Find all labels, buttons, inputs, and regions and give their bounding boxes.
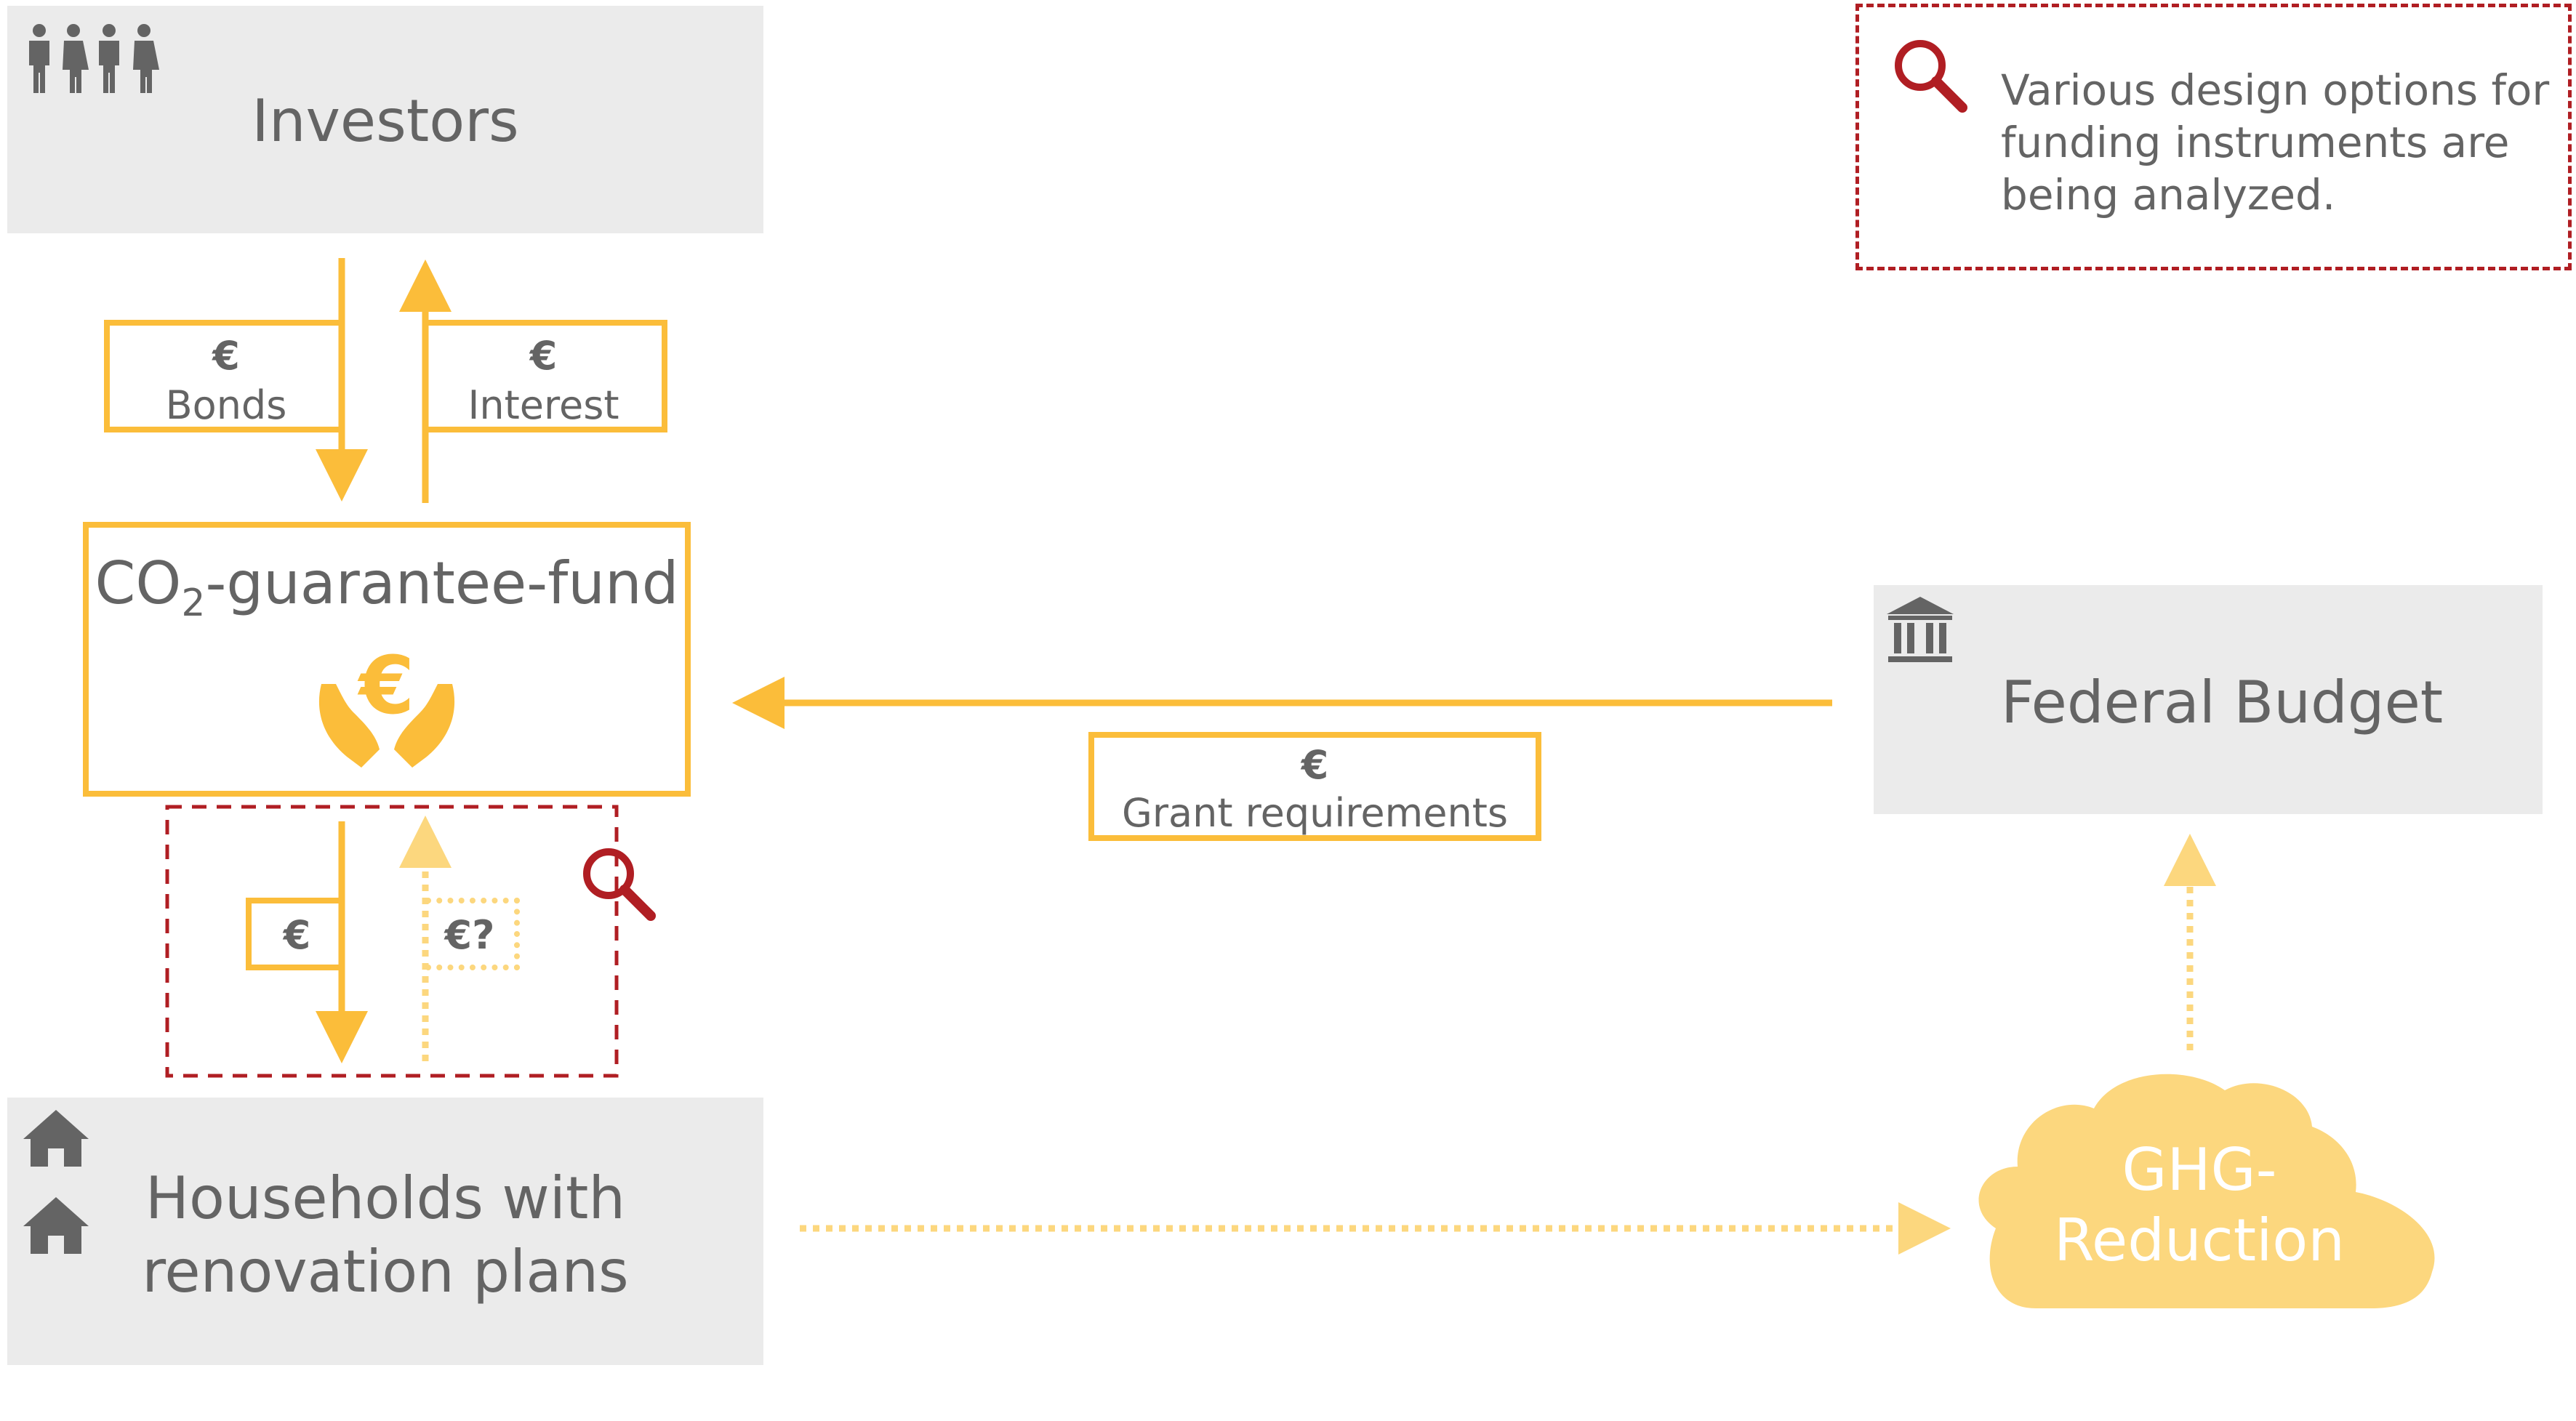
federal-budget-label: Federal Budget — [2001, 669, 2444, 736]
ghg-line2: Reduction — [2054, 1207, 2345, 1274]
interest-currency: € — [529, 333, 558, 379]
interest-label: Interest — [468, 382, 619, 428]
people-group-icon — [29, 24, 159, 93]
svg-text:€: € — [357, 640, 415, 732]
ghg-cloud — [1978, 1074, 2435, 1308]
ghg-line1: GHG- — [2122, 1136, 2277, 1204]
grant-currency: € — [1301, 742, 1329, 788]
fund-label-suffix: -guarantee-fund — [205, 550, 679, 617]
investors-box: Investors — [7, 6, 763, 233]
households-box: Households with renovation plans — [7, 1098, 763, 1365]
households-line1: Households with — [145, 1164, 626, 1232]
payout-currency: € — [283, 912, 311, 958]
note-text: Various design options for funding instr… — [2001, 64, 2549, 221]
analysis-frame — [165, 805, 619, 1078]
note-magnifier-icon — [1895, 40, 1967, 113]
fund-label-prefix: CO — [95, 550, 182, 617]
fund-box: CO2-guarantee-fund € — [83, 522, 691, 797]
interest-box: € Interest — [425, 320, 667, 432]
note-box: Various design options for funding instr… — [1855, 4, 2572, 270]
bonds-currency: € — [212, 333, 240, 379]
grant-box: € Grant requirements — [1088, 732, 1541, 841]
repayment-box: €? — [425, 898, 520, 970]
bonds-label: Bonds — [165, 382, 287, 428]
bonds-box: € Bonds — [104, 320, 342, 432]
federal-budget-box: Federal Budget — [1874, 585, 2543, 814]
magnifier-icon — [583, 848, 656, 921]
payout-box: € — [246, 898, 342, 970]
grant-label: Grant requirements — [1121, 790, 1509, 836]
repayment-label: €? — [444, 912, 495, 958]
households-line2: renovation plans — [142, 1238, 629, 1305]
investors-label: Investors — [252, 87, 519, 155]
hands-euro-icon: € — [318, 640, 455, 768]
bank-building-icon — [1887, 597, 1954, 662]
house-icon — [23, 1110, 89, 1254]
note-line2: funding instruments are — [2001, 118, 2510, 167]
note-line1: Various design options for — [2001, 65, 2550, 115]
fund-label-subscript: 2 — [181, 581, 206, 625]
ghg-cloud-text: GHG- Reduction — [1992, 1130, 2407, 1297]
fund-label: CO2-guarantee-fund — [89, 550, 685, 625]
note-line3: being analyzed. — [2001, 170, 2336, 220]
